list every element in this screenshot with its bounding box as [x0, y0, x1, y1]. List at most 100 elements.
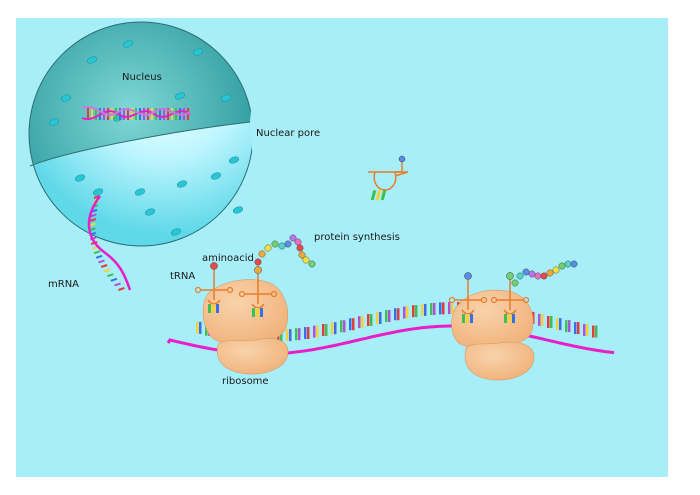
trna-anticodon-base	[504, 314, 507, 323]
trna-anticodon-base	[466, 314, 469, 323]
dna-double-helix	[81, 105, 191, 121]
ribosome-left-small-subunit	[216, 338, 289, 375]
ribosome-right-small-subunit	[464, 341, 535, 381]
mrna-exit-base	[107, 273, 114, 278]
mrna-base	[451, 302, 454, 315]
trna-anticodon-base	[216, 304, 219, 313]
trna-loop	[238, 290, 246, 298]
mrna-base	[298, 328, 301, 341]
nuclear-pore-14	[170, 228, 182, 236]
mrna-base	[313, 325, 316, 338]
trna-floating-base	[380, 189, 387, 201]
mrna-base	[577, 322, 580, 335]
nuclear-pore-16	[74, 174, 86, 182]
dna-strand-b	[81, 105, 191, 116]
mrna-base	[547, 316, 550, 329]
trna-anticodon-base	[252, 308, 255, 317]
trna-anticodon-base	[256, 308, 259, 317]
mrna-base	[379, 311, 382, 324]
amino-acid-bead	[570, 260, 578, 268]
nuclear-pore-2	[192, 48, 204, 56]
trna-loop	[226, 286, 234, 294]
mrna-exit-base	[103, 268, 111, 273]
trna-anticodon-base	[470, 314, 473, 323]
ribosome-left	[202, 279, 289, 375]
mrna-strand-exit	[87, 195, 132, 291]
mrna-exit-base	[114, 282, 121, 287]
trna-anticodon-base	[260, 308, 263, 317]
amino-acid-bead	[308, 260, 316, 268]
mrna-base	[352, 318, 355, 331]
mrna-base	[388, 310, 391, 323]
ribosome-left-large-subunit	[202, 279, 289, 346]
trna-anticodon-base	[508, 314, 511, 323]
nucleus-cut-edge	[29, 121, 251, 167]
mrna-base	[358, 316, 361, 329]
ribosome-right	[451, 289, 535, 381]
trna-loop	[270, 290, 278, 298]
mrna-exit-base	[98, 259, 105, 264]
trna-loop	[490, 296, 498, 304]
trna-loop	[522, 296, 530, 304]
nuclear-pore-13	[144, 208, 156, 216]
mrna-base	[316, 325, 319, 338]
dna-strand-a	[81, 110, 191, 121]
mrna-base	[307, 327, 310, 340]
trna-floating-base	[375, 189, 382, 201]
amino-acid-bead	[564, 260, 572, 268]
trna-loop	[448, 296, 456, 304]
trna-floating-amino	[398, 155, 406, 163]
mrna-base	[448, 302, 451, 315]
mrna-base	[349, 318, 352, 331]
mrna-base	[412, 305, 415, 318]
mrna-base	[541, 313, 544, 326]
mrna-base	[592, 325, 595, 338]
amino-acid-bead	[552, 266, 560, 274]
mrna-base	[367, 314, 370, 327]
nuclear-pore-11	[134, 188, 146, 196]
nuclear-pore-5	[220, 94, 232, 102]
trna-floating-body	[373, 171, 409, 191]
amino-acid-bead	[558, 262, 566, 270]
mrna-base	[403, 306, 406, 319]
mrna-base	[433, 302, 436, 315]
mrna-base	[424, 303, 427, 316]
ribosome-right-large-subunit	[451, 289, 534, 349]
mrna-base	[280, 329, 283, 342]
amino-acid-bead	[540, 272, 548, 280]
label-trna: tRNA	[170, 271, 195, 282]
amino-acid-bead	[302, 256, 310, 264]
mrna-exit-base	[93, 250, 101, 255]
mrna-base	[595, 325, 598, 338]
mrna-exit-backbone	[87, 195, 132, 291]
amino-acid-bead	[284, 240, 292, 248]
amino-acid-bead	[294, 238, 302, 246]
trna-anticodon-base	[208, 304, 211, 313]
amino-acid-bead	[522, 268, 530, 276]
amino-acid-chains	[254, 234, 578, 287]
nuclear-pore-1	[86, 56, 98, 64]
trna-amino-acid	[506, 272, 514, 280]
amino-acid-bead	[271, 240, 279, 248]
trna	[490, 272, 530, 323]
trna-loop	[194, 286, 202, 294]
trna-anticodon-base	[462, 314, 465, 323]
nuclear-pore-0	[122, 40, 134, 48]
mrna-base	[340, 320, 343, 333]
mrna-base	[295, 328, 298, 341]
mrna-base	[439, 302, 442, 315]
trna-amino-acid	[254, 266, 262, 274]
mrna-base	[421, 303, 424, 316]
trna-molecules	[194, 155, 530, 323]
mrna-base	[550, 316, 553, 329]
mrna-base	[574, 322, 577, 335]
amino-acid-bead	[254, 258, 262, 266]
nuclear-pore-15	[232, 206, 244, 214]
amino-acid-bead	[511, 279, 519, 287]
amino-acid-bead	[546, 269, 554, 277]
mrna-base	[406, 306, 409, 319]
mrna-base	[289, 329, 292, 342]
nuclear-pore-3	[60, 94, 72, 102]
nuclear-pores	[48, 40, 244, 236]
amino-acid-bead	[528, 270, 536, 278]
